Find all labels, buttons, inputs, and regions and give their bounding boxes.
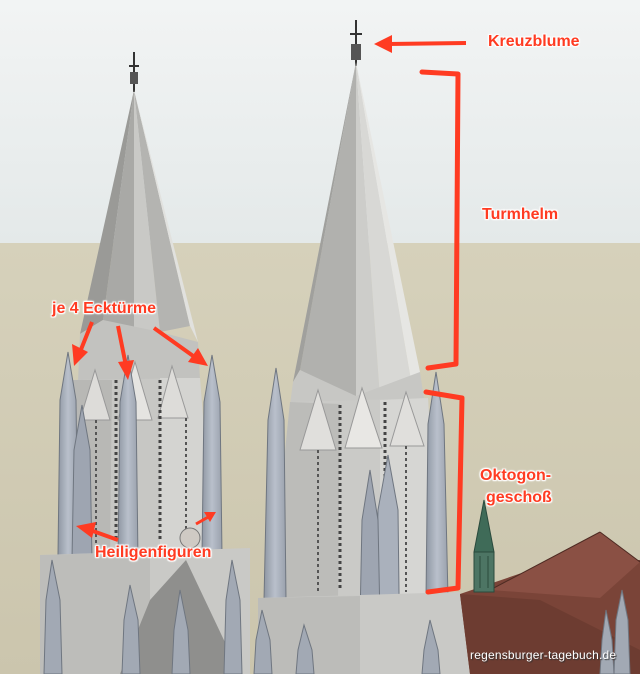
label-oktogon-line2: geschoß: [486, 489, 552, 506]
right-tower: [253, 20, 470, 674]
sky: [0, 0, 640, 243]
label-heiligenfiguren: Heiligenfiguren: [95, 544, 212, 561]
nave-roof: [460, 499, 640, 674]
label-kreuzblume: Kreuzblume: [488, 33, 580, 50]
label-turmhelm: Turmhelm: [482, 206, 559, 223]
left-tower: [40, 52, 250, 674]
watermark: regensburger-tagebuch.de: [470, 648, 617, 662]
annotation-brackets: [419, 69, 465, 595]
label-ecktuerme: je 4 Ecktürme: [52, 300, 157, 317]
annotation-arrows: [72, 35, 467, 542]
label-oktogon-line1: Oktogon-: [480, 467, 552, 484]
